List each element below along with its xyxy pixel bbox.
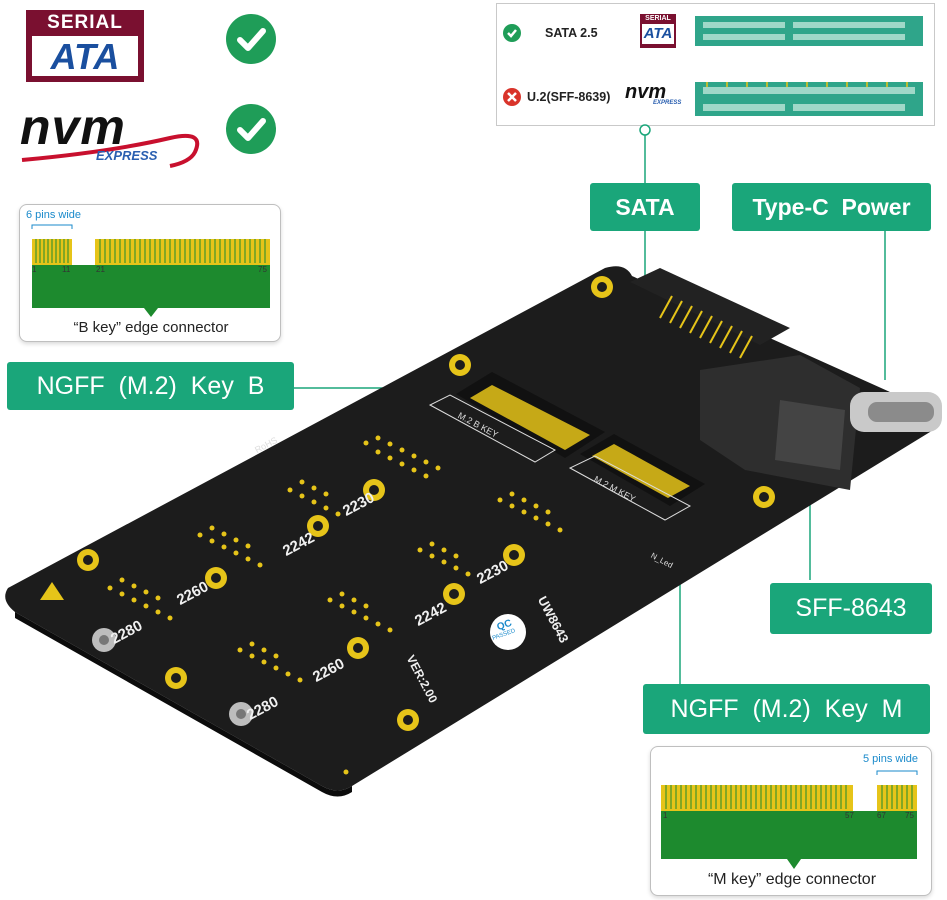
b-key-caption: “B key” edge connector (73, 319, 229, 336)
m-key-pin-75: 75 (905, 811, 914, 820)
m-key-pin-67: 67 (877, 811, 886, 820)
b-key-pin-1: 1 (32, 265, 37, 274)
nvm-express-logo: nvm EXPRESS (20, 102, 205, 170)
compatibility-legend: SATA 2.5 SERIAL ATA U.2(SFF-8639) nvm EX… (496, 3, 935, 126)
b-key-pins-label: 6 pins wide (26, 209, 82, 221)
callout-sff-8643: SFF-8643 (770, 583, 932, 634)
b-key-pin-21: 21 (96, 265, 105, 274)
m-key-connector-graphic (661, 770, 918, 869)
check-icon (226, 104, 276, 154)
legend-u2-label: U.2(SFF-8639) (527, 90, 611, 104)
sata-logo-top-text: SERIAL (47, 12, 123, 33)
nvm-mini-logo: nvm EXPRESS (625, 82, 695, 112)
m-key-diagram: 5 pins wide 1 57 67 75 “M key” edge conn… (650, 746, 932, 896)
callout-type-c-power: Type-C Power (732, 183, 931, 231)
sata-mini-logo-bottom: ATA (642, 24, 674, 44)
nvm-mini-logo-subtext: EXPRESS (653, 100, 682, 106)
nvm-mini-logo-text: nvm (625, 81, 667, 103)
check-icon (503, 24, 521, 42)
cross-icon (503, 88, 521, 106)
m-key-caption: “M key” edge connector (707, 871, 877, 888)
callout-key-m: NGFF (M.2) Key M (643, 684, 930, 734)
sata-logo: SERIAL ATA (26, 10, 144, 82)
sata-logo-bottom-text: ATA (32, 36, 138, 77)
callout-sata: SATA (590, 183, 700, 231)
b-key-diagram: 6 pins wide 1 11 21 75 “B key” edge conn… (19, 204, 281, 342)
nvm-logo-subtext: EXPRESS (96, 148, 158, 163)
check-icon (226, 14, 276, 64)
m-key-pins-label: 5 pins wide (863, 753, 919, 765)
b-key-pin-11: 11 (62, 265, 71, 274)
sata-mini-logo-top: SERIAL (645, 15, 671, 22)
b-key-pin-75: 75 (258, 265, 267, 274)
sata-mini-logo: SERIAL ATA (640, 14, 676, 48)
sata-connector-graphic (695, 16, 923, 46)
u2-connector-graphic (695, 82, 923, 116)
nvm-swoosh-icon (21, 133, 200, 168)
b-key-connector-graphic (31, 224, 270, 317)
nvm-logo-text: nvm (20, 99, 126, 155)
legend-sata-label: SATA 2.5 (545, 26, 598, 40)
m-key-pin-1: 1 (663, 811, 668, 820)
callout-key-b: NGFF (M.2) Key B (7, 362, 294, 410)
m-key-pin-57: 57 (845, 811, 854, 820)
